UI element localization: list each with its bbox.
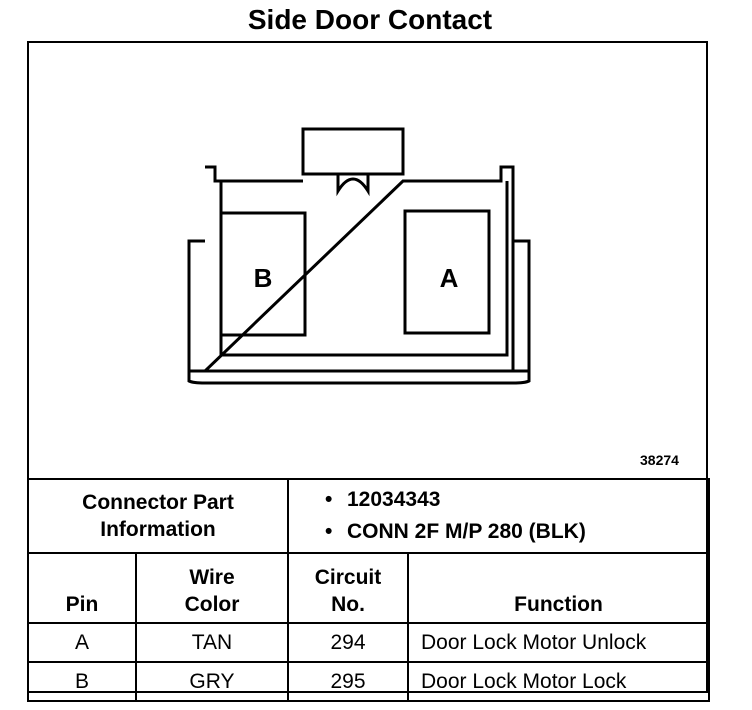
header-wire-color: Wire Color [135,552,289,624]
figure-number: 38274 [640,452,679,468]
connector-info-list: •12034343 •CONN 2F M/P 280 (BLK) [286,478,711,554]
header-circuit: Circuit No. [287,552,409,624]
latch-tab [336,174,370,197]
cell-pin: B [27,661,137,702]
connector-latch [301,127,405,176]
cell-function: Door Lock Motor Lock [406,661,711,702]
cell-pin: A [27,622,137,663]
cavity-label-a: A [440,263,459,293]
table-row: B GRY 295 Door Lock Motor Lock [27,661,711,702]
connector-body [201,165,515,373]
page-title: Side Door Contact [247,4,493,35]
connector-info-label: Connector Part Information [27,478,289,554]
connector-drawing: B A [187,127,531,385]
connector-info-row: Connector Part Information •12034343 •CO… [27,478,711,554]
cavity-label-b: B [254,263,273,293]
cavity-a [403,209,491,335]
header-function: Function [406,552,711,624]
connector-info-item: •CONN 2F M/P 280 (BLK) [325,520,586,543]
cavity-b [219,211,307,337]
right-flange [513,239,531,373]
connector-info-label-line2: Information [100,518,216,541]
cell-circuit: 294 [287,622,409,663]
connector-info-label-line1: Connector Part [82,491,234,514]
cell-wire-color: GRY [135,661,289,702]
table-header-row: Pin Wire Color Circuit No. Function [27,552,711,624]
connector-info-item: •12034343 [325,488,441,511]
table-row: A TAN 294 Door Lock Motor Unlock [27,622,711,663]
left-flange [187,239,205,373]
header-pin: Pin [27,552,137,624]
cell-function: Door Lock Motor Unlock [406,622,711,663]
cell-wire-color: TAN [135,622,289,663]
pinout-table: Connector Part Information •12034343 •CO… [27,478,711,702]
cell-circuit: 295 [287,661,409,702]
bottom-lip [187,371,531,385]
